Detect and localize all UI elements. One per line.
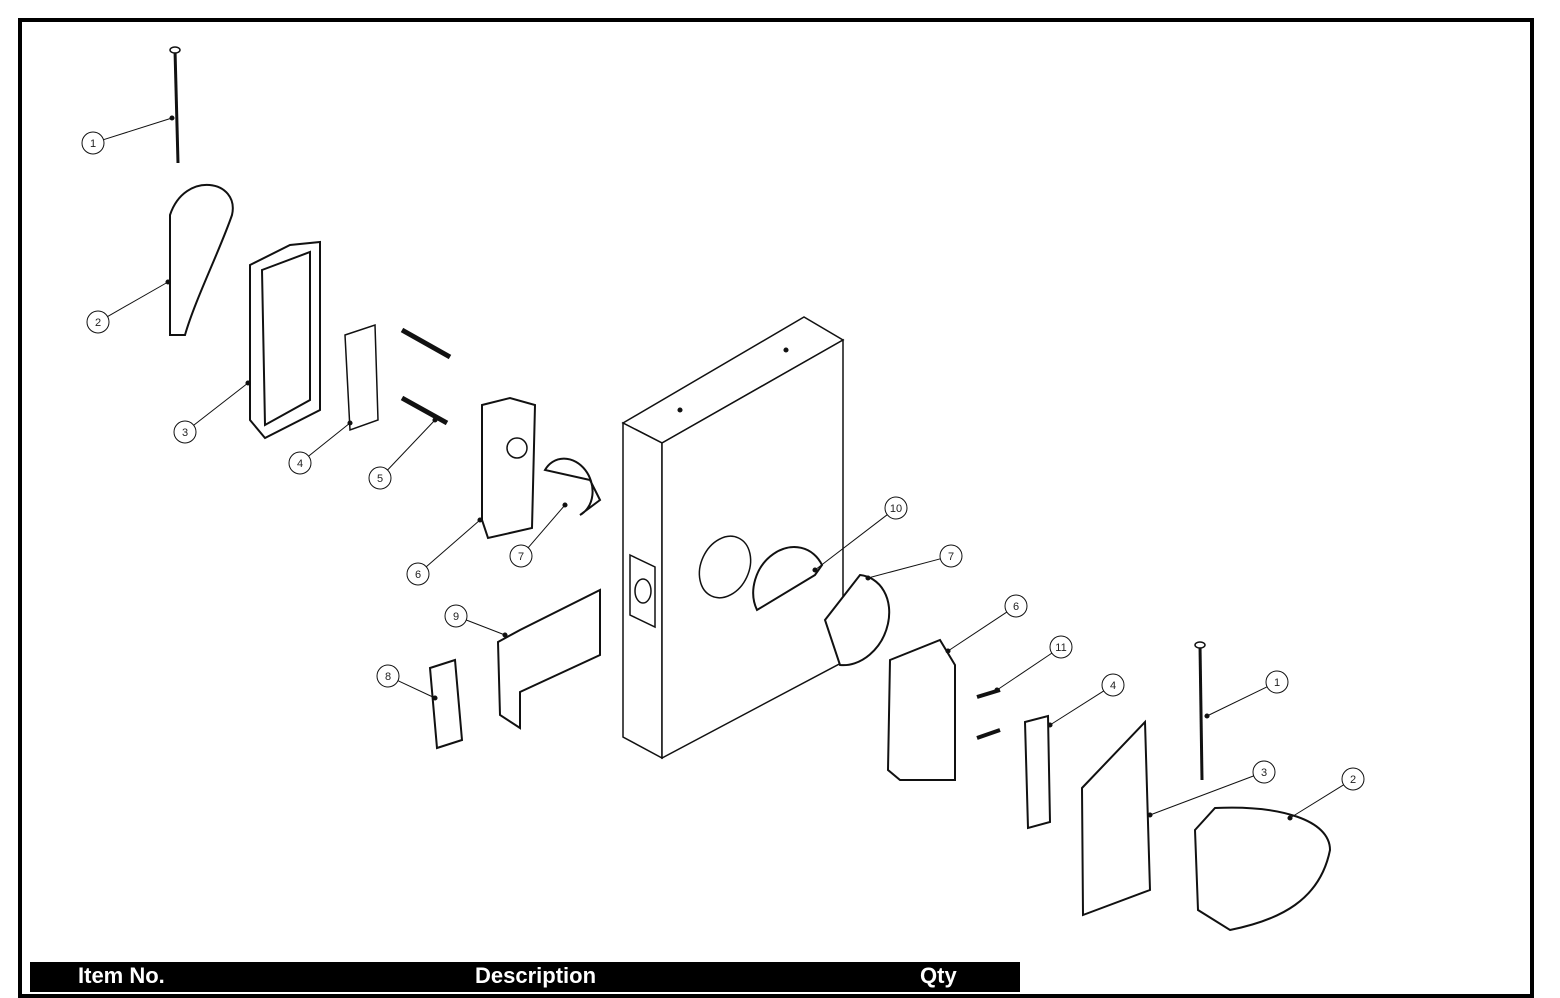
spacer-right [823, 573, 891, 667]
balloon-label: 2 [95, 317, 101, 329]
leader-arrow [477, 517, 483, 523]
balloon-label: 1 [90, 138, 96, 150]
balloon-label: 3 [182, 427, 188, 439]
leader-arrow [1204, 713, 1210, 719]
pin-right [1194, 641, 1206, 781]
balloon [406, 562, 430, 586]
leader-line [308, 422, 351, 457]
balloon [1252, 760, 1276, 784]
leader-line [1206, 686, 1268, 717]
header-item-no: Item No. [78, 963, 165, 988]
leader-line [867, 558, 941, 579]
strike-plate [428, 658, 464, 750]
balloon [1265, 670, 1289, 694]
balloon-label: 7 [518, 551, 524, 563]
balloon [884, 496, 908, 520]
balloon-label: 8 [385, 671, 391, 683]
leader-arrow [432, 417, 438, 423]
leader-arrow [1287, 815, 1293, 821]
balloon-label: 6 [415, 569, 421, 581]
balloon [86, 310, 110, 334]
leader-arrow [245, 380, 251, 386]
balloon-label: 1 [1274, 677, 1280, 689]
header-description: Description [475, 963, 597, 988]
balloon [939, 544, 963, 568]
rose-plate [752, 546, 824, 612]
leader-line [193, 382, 249, 426]
balloon [173, 420, 197, 444]
trim-right [1080, 719, 1152, 917]
balloon-label: 9 [453, 611, 459, 623]
leader-arrow [165, 279, 171, 285]
latch [496, 588, 601, 730]
screws-left [400, 327, 452, 426]
leader-line [397, 680, 436, 699]
chassis-left [481, 396, 537, 540]
exploded-lock-diagram: 1 2 3 4 5 6 7 8 9 10 7 6 11 4 1 3 2 [81, 46, 1365, 932]
leader-arrow [502, 632, 508, 638]
leader-line [103, 117, 173, 141]
leader-line [1289, 784, 1344, 819]
balloon-label: 6 [1013, 601, 1019, 613]
balloon-label: 5 [377, 473, 383, 485]
leader-arrow [432, 695, 438, 701]
chassis-right [886, 638, 956, 781]
leader-arrow [347, 420, 353, 426]
mount-plate-right [1023, 714, 1052, 830]
balloon [1004, 594, 1028, 618]
parts-table-header: Item No. Description Qty [30, 962, 1020, 992]
leader-line [996, 652, 1053, 691]
header-qty: Qty [920, 963, 957, 988]
balloon-label: 7 [948, 551, 954, 563]
leader-arrow [169, 115, 175, 121]
leader-arrow [945, 648, 951, 654]
leader-line [107, 281, 169, 317]
balloon-label: 4 [297, 458, 303, 470]
balloon [444, 604, 468, 628]
leader-line [1149, 775, 1254, 816]
spacer-left [543, 457, 602, 516]
balloon [376, 664, 400, 688]
balloon [81, 131, 105, 155]
leader-arrow [865, 575, 871, 581]
leader-line [1049, 690, 1104, 726]
screws-right [976, 688, 1001, 740]
balloon-label: 11 [1055, 642, 1066, 654]
balloon-label: 10 [890, 503, 902, 515]
handle-right [1193, 806, 1332, 932]
balloon [1101, 673, 1125, 697]
leader-line [466, 619, 506, 636]
leader-arrow [994, 687, 1000, 693]
pin-left [169, 46, 181, 164]
balloon [288, 451, 312, 475]
leader-arrow [812, 567, 818, 573]
door-slab [621, 316, 845, 760]
leader-line [527, 504, 566, 548]
balloon-label: 3 [1261, 767, 1267, 779]
leader-line [814, 514, 888, 571]
leader-arrow [562, 502, 568, 508]
leader-arrow [1147, 812, 1153, 818]
balloon-group: 1 2 3 4 5 6 7 8 9 10 7 6 11 4 1 3 2 [81, 115, 1365, 821]
balloon [1049, 635, 1073, 659]
trim-left [249, 240, 321, 440]
balloon-label: 2 [1350, 774, 1356, 786]
mount-plate-left [344, 323, 379, 432]
balloon-label: 4 [1110, 680, 1116, 692]
balloon [368, 466, 392, 490]
leader-line [947, 611, 1008, 652]
balloon [509, 544, 533, 568]
handle-left [169, 184, 234, 336]
leader-line [425, 519, 481, 568]
leader-line [387, 419, 436, 471]
balloon [1341, 767, 1365, 791]
leader-arrow [1047, 722, 1053, 728]
